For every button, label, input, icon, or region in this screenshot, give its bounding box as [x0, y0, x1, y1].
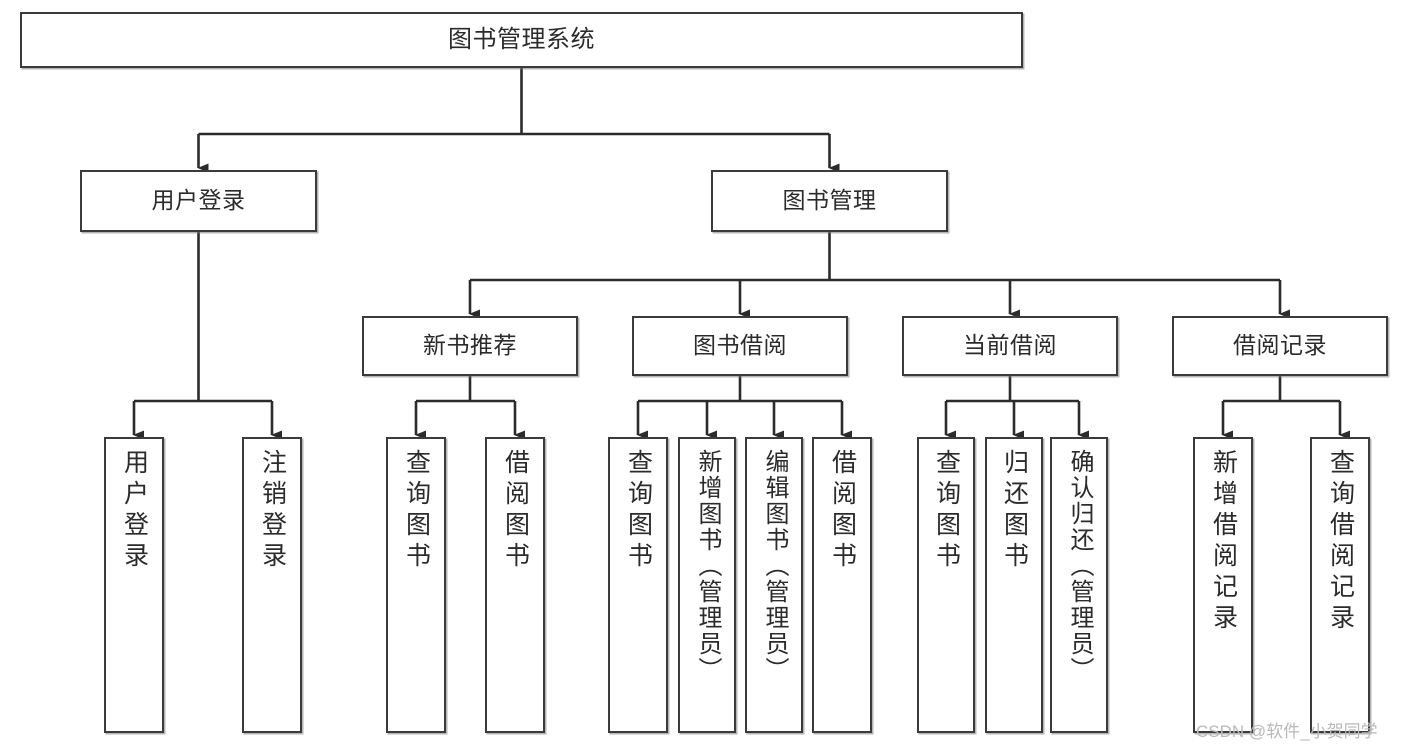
node-leaf-return-book[interactable]: 归还图书 [985, 437, 1043, 733]
node-current-borrow[interactable]: 当前借阅 [902, 316, 1118, 376]
node-leaf-borrow-book-2-label: 借阅图书 [828, 449, 857, 573]
node-borrow-record[interactable]: 借阅记录 [1172, 316, 1388, 376]
node-leaf-query-book-3-label: 查询图书 [932, 449, 961, 573]
node-new-book-recommend[interactable]: 新书推荐 [362, 316, 578, 376]
node-leaf-query-record[interactable]: 查询借阅记录 [1310, 437, 1370, 733]
node-book-manage[interactable]: 图书管理 [711, 170, 948, 232]
node-leaf-confirm-return[interactable]: 确认归还（管理员） [1050, 437, 1108, 733]
watermark-credit: CSDN @软件_小贺同学 [1196, 722, 1378, 741]
node-leaf-return-book-label: 归还图书 [1000, 449, 1029, 573]
node-new-book-recommend-label: 新书推荐 [423, 332, 517, 359]
node-leaf-add-book-label: 新增图书（管理员） [694, 449, 721, 683]
node-leaf-edit-book[interactable]: 编辑图书（管理员） [745, 437, 803, 733]
node-leaf-query-book-3[interactable]: 查询图书 [917, 437, 975, 733]
node-leaf-edit-book-label: 编辑图书（管理员） [761, 449, 788, 683]
node-root-label: 图书管理系统 [448, 25, 595, 53]
node-leaf-user-logout[interactable]: 注销登录 [242, 437, 302, 733]
node-leaf-query-book-2-label: 查询图书 [624, 449, 653, 573]
node-user-login[interactable]: 用户登录 [80, 170, 317, 232]
node-book-manage-label: 图书管理 [782, 187, 877, 214]
node-leaf-query-book-1-label: 查询图书 [402, 449, 431, 573]
node-book-borrow-label: 图书借阅 [693, 332, 787, 359]
node-leaf-confirm-return-label: 确认归还（管理员） [1066, 449, 1093, 683]
node-leaf-borrow-book-1[interactable]: 借阅图书 [485, 437, 545, 733]
node-current-borrow-label: 当前借阅 [963, 332, 1057, 359]
node-leaf-query-book-1[interactable]: 查询图书 [386, 437, 446, 733]
node-leaf-user-logout-label: 注销登录 [258, 449, 287, 573]
node-leaf-query-record-label: 查询借阅记录 [1326, 449, 1355, 635]
node-leaf-user-login[interactable]: 用户登录 [104, 437, 164, 733]
node-user-login-label: 用户登录 [151, 187, 246, 214]
node-borrow-record-label: 借阅记录 [1233, 332, 1327, 359]
node-leaf-user-login-label: 用户登录 [120, 449, 149, 573]
node-leaf-add-record[interactable]: 新增借阅记录 [1193, 437, 1253, 733]
node-leaf-borrow-book-2[interactable]: 借阅图书 [812, 437, 872, 733]
node-leaf-borrow-book-1-label: 借阅图书 [501, 449, 530, 573]
node-leaf-add-book[interactable]: 新增图书（管理员） [678, 437, 736, 733]
node-root[interactable]: 图书管理系统 [20, 12, 1023, 68]
node-leaf-query-book-2[interactable]: 查询图书 [608, 437, 668, 733]
node-leaf-add-record-label: 新增借阅记录 [1209, 449, 1238, 635]
node-book-borrow[interactable]: 图书借阅 [632, 316, 848, 376]
